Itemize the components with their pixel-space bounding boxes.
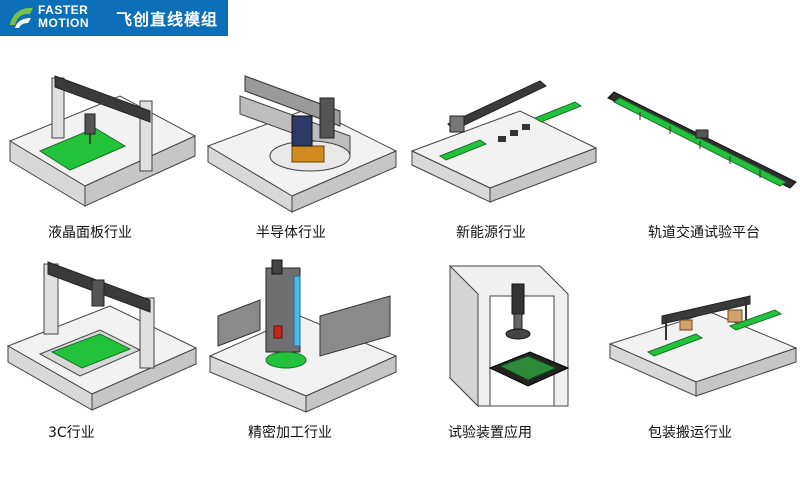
industry-card-precision-machining: 精密加工行业 <box>200 256 400 456</box>
industry-card-new-energy: 新能源行业 <box>400 56 600 256</box>
long-rail-illustration-icon <box>607 91 797 189</box>
industry-label: 试验装置应用 <box>448 425 532 441</box>
gantry-tray-illustration-icon <box>6 261 198 411</box>
industry-card-3c: 3C行业 <box>0 256 200 456</box>
industry-card-semiconductor: 半导体行业 <box>200 56 400 256</box>
industry-label: 半导体行业 <box>256 225 326 241</box>
industry-grid: 液晶面板行业 半导体行业 新能源行业 <box>0 56 800 476</box>
gantry-pcb-illustration-icon <box>8 75 197 207</box>
industry-label: 轨道交通试验平台 <box>648 225 760 241</box>
wafer-gantry-illustration-icon <box>206 75 398 213</box>
brand-name-line2: MOTION <box>38 16 89 30</box>
industry-label: 精密加工行业 <box>248 425 332 441</box>
brand-name-cn: 飞创直线模组 <box>116 10 219 29</box>
handling-gantry-illustration-icon <box>608 295 798 397</box>
industry-card-packaging-handling: 包装搬运行业 <box>600 256 800 456</box>
precision-machining-illustration-icon <box>208 259 398 413</box>
industry-label: 3C行业 <box>48 425 95 441</box>
brand-name-line1: FASTER <box>38 3 89 17</box>
test-fixture-illustration-icon <box>449 264 570 408</box>
industry-label: 液晶面板行业 <box>48 225 132 241</box>
industry-card-rail-transit: 轨道交通试验平台 <box>600 56 800 256</box>
battery-module-illustration-icon <box>410 80 598 203</box>
brand-banner: FASTER MOTION 飞创直线模组 <box>0 0 228 36</box>
brand-name-en: FASTER MOTION <box>38 4 89 30</box>
industry-label: 包装搬运行业 <box>648 425 732 441</box>
industry-label: 新能源行业 <box>456 225 526 241</box>
faster-motion-logo-icon <box>10 7 33 28</box>
industry-card-test-fixture: 试验装置应用 <box>400 256 600 456</box>
industry-card-lcd: 液晶面板行业 <box>0 56 200 256</box>
